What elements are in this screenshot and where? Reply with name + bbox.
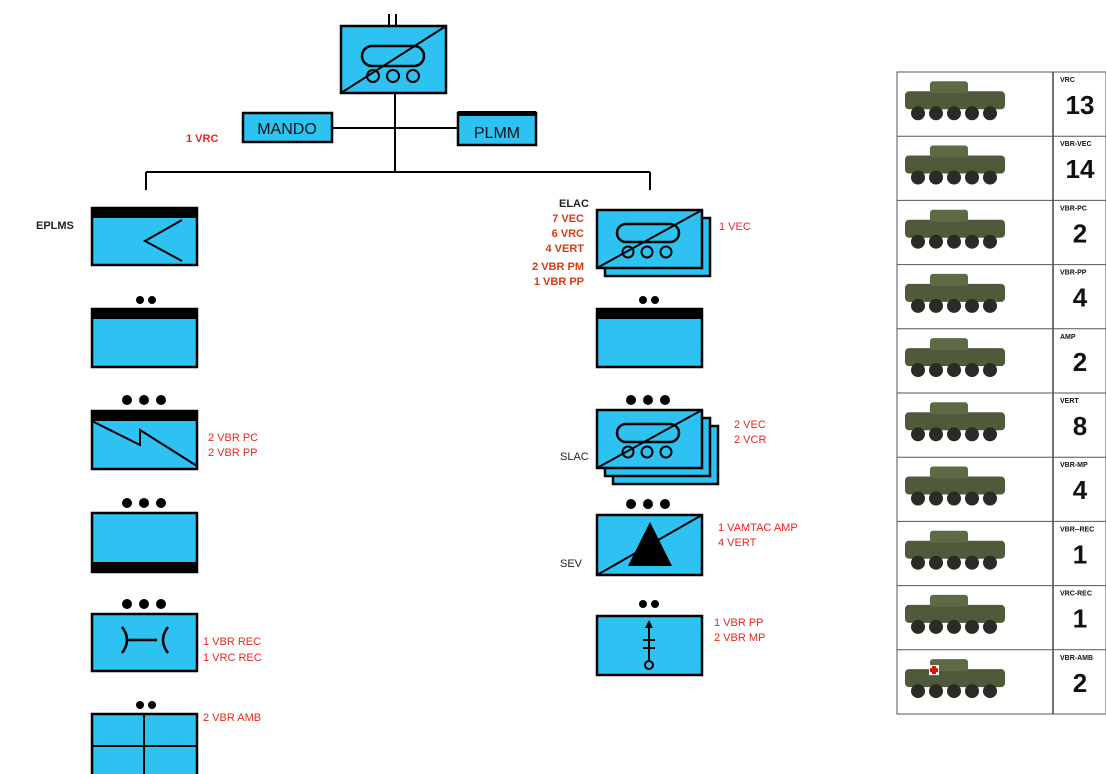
vehicle-count: 13 bbox=[1066, 90, 1095, 120]
elac-title: ELAC bbox=[559, 198, 589, 210]
elac-stacked-symbol bbox=[597, 210, 710, 276]
left-section-2-symbol bbox=[92, 296, 197, 367]
vehicle-count: 2 bbox=[1073, 218, 1087, 248]
comms-note-1: 2 VBR PC bbox=[208, 432, 258, 444]
vehicle-type-label: VRC-REC bbox=[1060, 591, 1092, 598]
vehicle-count: 4 bbox=[1073, 283, 1088, 313]
eplms-symbol bbox=[92, 208, 197, 265]
elac-line-5: 1 VBR PP bbox=[534, 276, 584, 288]
vehicle-count: 1 bbox=[1073, 604, 1087, 634]
vehicle-type-label: VBR-VEC bbox=[1060, 141, 1092, 148]
sev-note-1: 1 VAMTAC AMP bbox=[718, 522, 798, 534]
eplms-label: EPLMS bbox=[36, 220, 74, 232]
recovery-platoon-symbol bbox=[92, 599, 197, 671]
sev-symbol bbox=[597, 499, 702, 575]
vehicle-type-label: VBR-PP bbox=[1060, 270, 1087, 277]
medical-note: 2 VBR AMB bbox=[203, 712, 261, 724]
vehicle-count: 1 bbox=[1073, 539, 1087, 569]
slac-note-1: 2 VEC bbox=[734, 419, 766, 431]
plmm-box: PLMM bbox=[458, 111, 536, 145]
left-section-4-symbol bbox=[92, 498, 197, 572]
mando-box: MANDO bbox=[243, 113, 332, 142]
vehicle-type-label: VBR-PC bbox=[1060, 205, 1087, 212]
elac-line-4: 2 VBR PM bbox=[532, 261, 584, 273]
recovery-note-1: 1 VBR REC bbox=[203, 636, 261, 648]
vehicle-type-label: AMP bbox=[1060, 334, 1076, 341]
hq-size-marker bbox=[389, 14, 396, 26]
comms-platoon-symbol bbox=[92, 395, 197, 469]
vehicle-count: 2 bbox=[1073, 347, 1087, 377]
comms-note-2: 2 VBR PP bbox=[208, 447, 258, 459]
vehicle-type-label: VBR--REC bbox=[1060, 526, 1094, 533]
vehicle-count: 2 bbox=[1073, 668, 1087, 698]
mando-note: 1 VRC bbox=[186, 133, 218, 145]
vehicle-count: 8 bbox=[1073, 411, 1087, 441]
elac-line-1: 7 VEC bbox=[552, 213, 584, 225]
vehicle-count: 4 bbox=[1073, 475, 1088, 505]
hq-connector-lines bbox=[146, 93, 650, 190]
elac-line-3: 4 VERT bbox=[545, 243, 584, 255]
right-section-2-symbol bbox=[597, 296, 702, 367]
mando-label: MANDO bbox=[257, 121, 317, 138]
medical-section-symbol bbox=[92, 701, 197, 774]
maintenance-note-2: 2 VBR MP bbox=[714, 632, 765, 644]
plmm-label: PLMM bbox=[474, 125, 520, 142]
vehicle-type-label: VRC bbox=[1060, 77, 1075, 84]
maintenance-section-symbol bbox=[597, 600, 702, 675]
slac-stacked-symbol bbox=[597, 395, 718, 484]
hq-armored-recon-symbol bbox=[341, 26, 446, 93]
maintenance-note-1: 1 VBR PP bbox=[714, 617, 764, 629]
vehicle-table: VRC13VBR-VEC14VBR-PC2VBR-PP4AMP2VERT8VBR… bbox=[897, 72, 1106, 714]
elac-line-2: 6 VRC bbox=[552, 228, 584, 240]
vehicle-count: 14 bbox=[1066, 154, 1095, 184]
vehicle-type-label: VBR-MP bbox=[1060, 462, 1088, 469]
vehicle-type-label: VBR-AMB bbox=[1060, 655, 1093, 662]
sev-note-2: 4 VERT bbox=[718, 537, 757, 549]
elac-side-note: 1 VEC bbox=[719, 221, 751, 233]
vehicle-type-label: VERT bbox=[1060, 398, 1079, 405]
sev-label: SEV bbox=[560, 558, 583, 570]
slac-note-2: 2 VCR bbox=[734, 434, 766, 446]
recovery-note-2: 1 VRC REC bbox=[203, 652, 262, 664]
slac-label: SLAC bbox=[560, 451, 589, 463]
